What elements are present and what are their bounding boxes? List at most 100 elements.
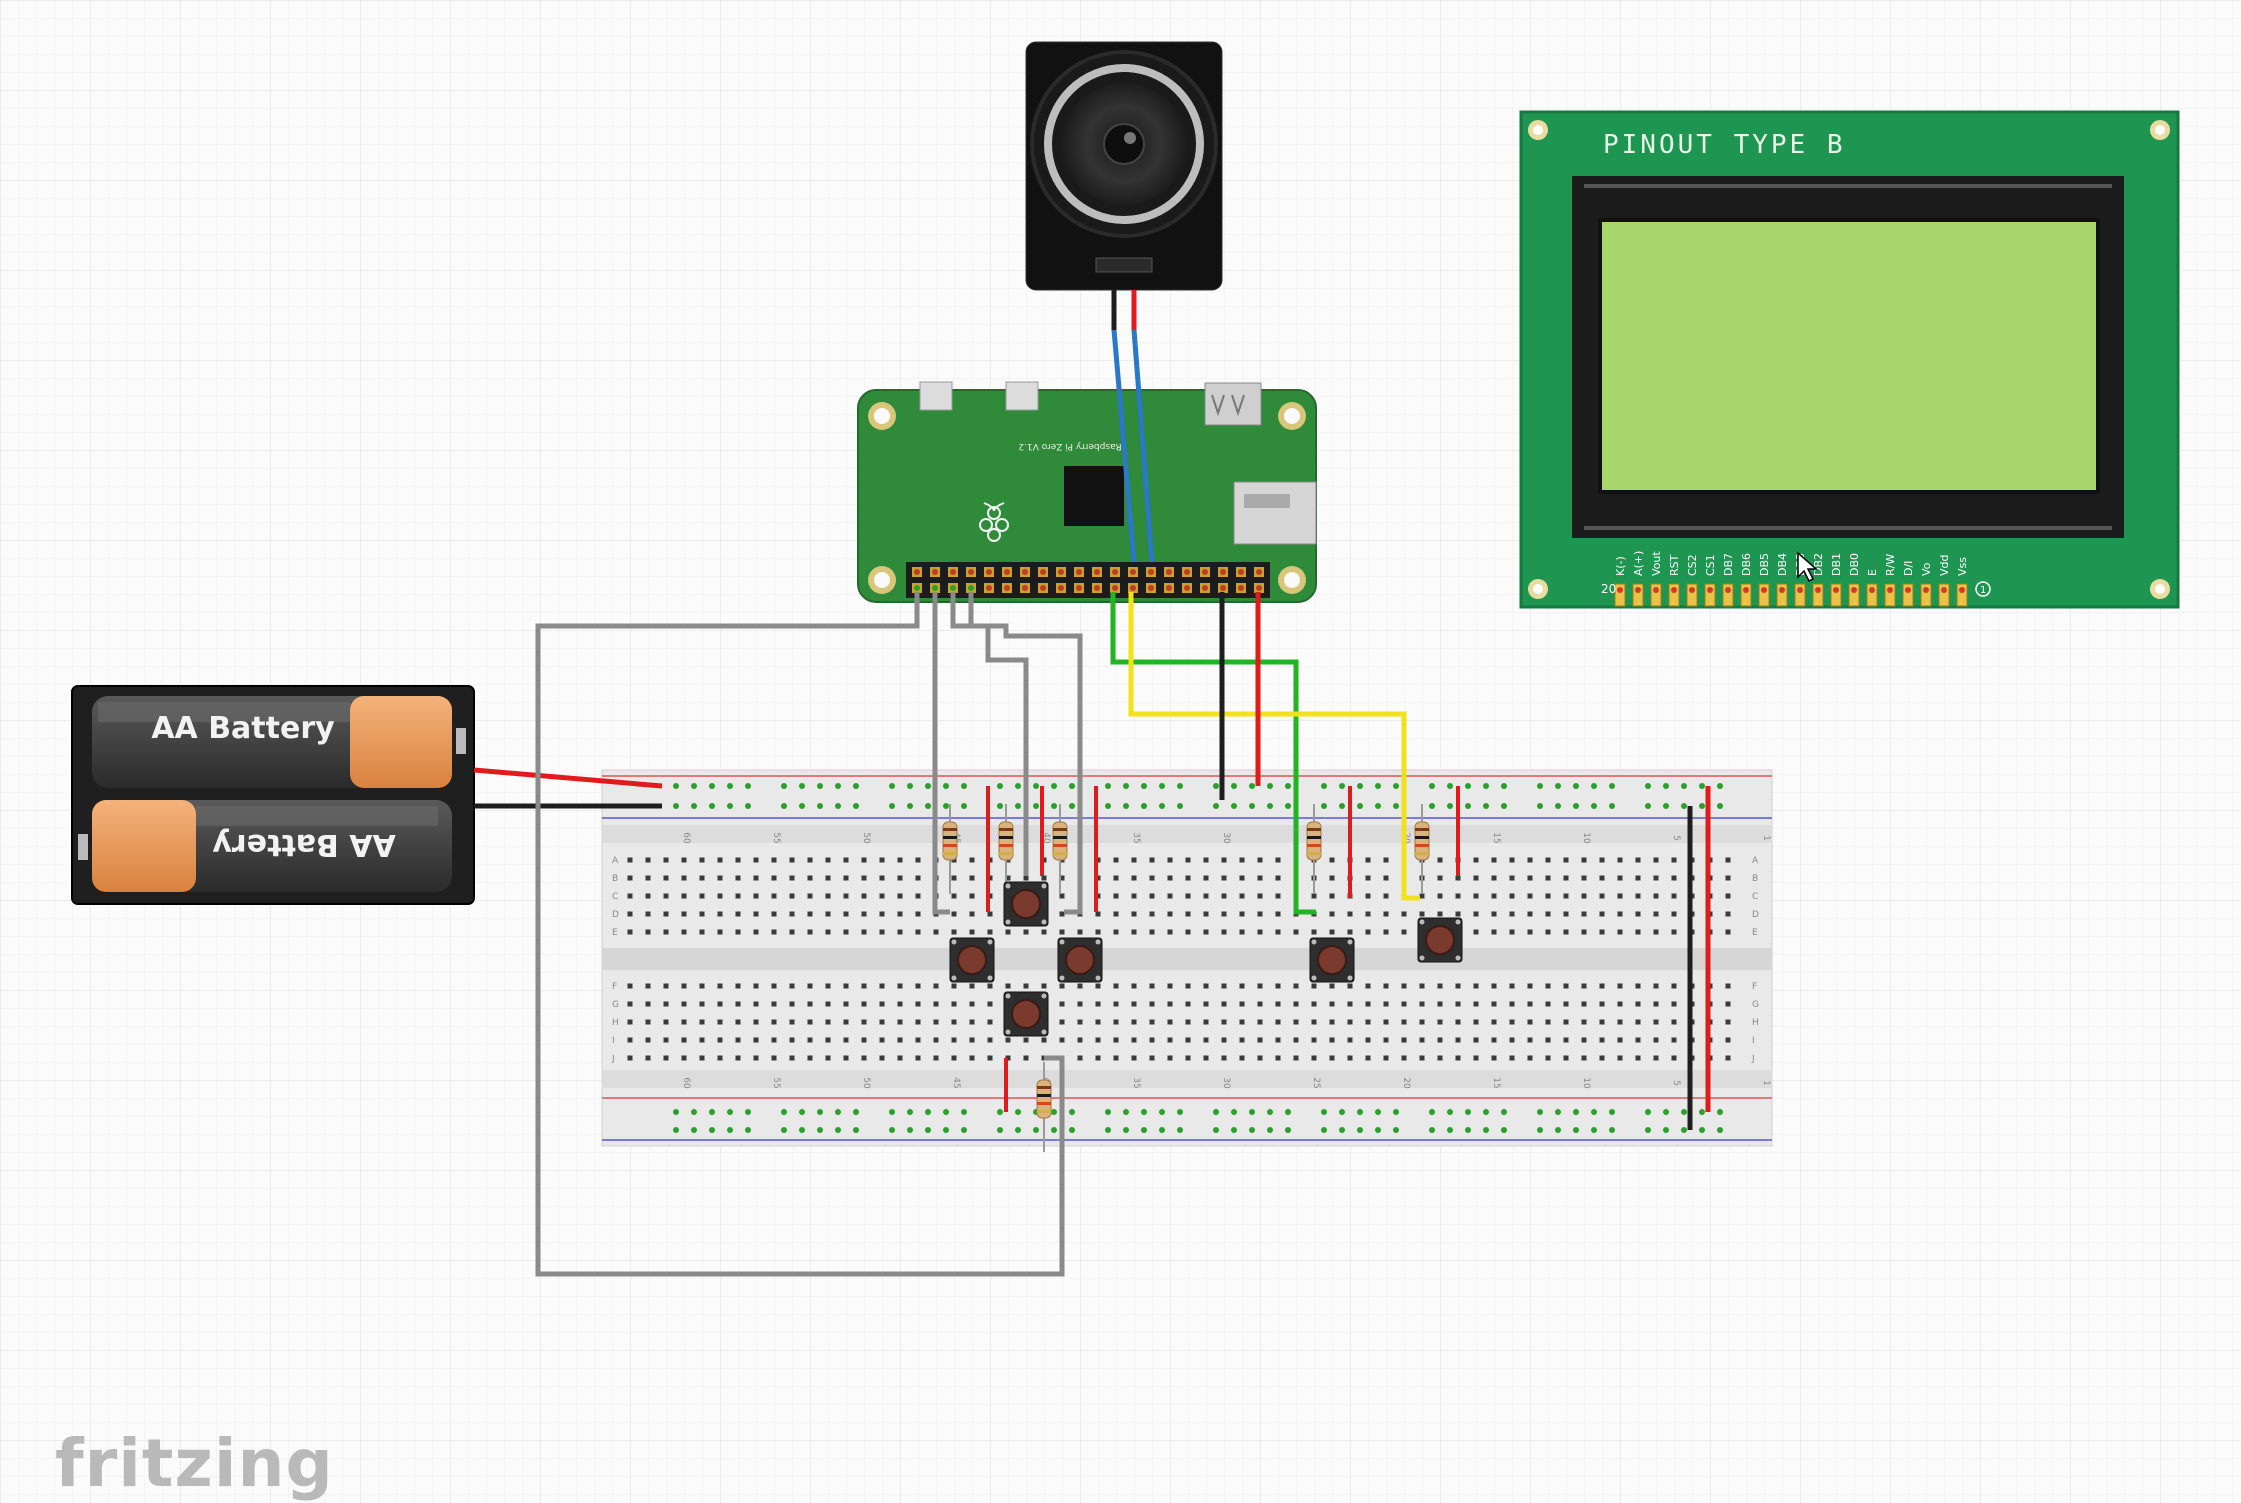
breadboard-hole[interactable] bbox=[1221, 983, 1227, 989]
breadboard-hole[interactable] bbox=[1671, 1019, 1677, 1025]
breadboard-hole[interactable] bbox=[1527, 875, 1533, 881]
breadboard-hole[interactable] bbox=[1509, 857, 1515, 863]
breadboard-hole[interactable] bbox=[1131, 1019, 1137, 1025]
breadboard-hole[interactable] bbox=[1473, 857, 1479, 863]
rail-hole[interactable] bbox=[1375, 803, 1381, 809]
breadboard-hole[interactable] bbox=[1023, 929, 1029, 935]
breadboard-hole[interactable] bbox=[1455, 1037, 1461, 1043]
breadboard-hole[interactable] bbox=[681, 1001, 687, 1007]
breadboard-hole[interactable] bbox=[1527, 983, 1533, 989]
breadboard-hole[interactable] bbox=[825, 1001, 831, 1007]
breadboard-hole[interactable] bbox=[1257, 983, 1263, 989]
rail-hole[interactable] bbox=[997, 803, 1003, 809]
rail-hole[interactable] bbox=[907, 1127, 913, 1133]
breadboard-hole[interactable] bbox=[717, 1019, 723, 1025]
rail-hole[interactable] bbox=[691, 1127, 697, 1133]
rail-hole[interactable] bbox=[1213, 783, 1219, 789]
rail-hole[interactable] bbox=[1177, 1127, 1183, 1133]
breadboard-hole[interactable] bbox=[1329, 911, 1335, 917]
rail-hole[interactable] bbox=[889, 1127, 895, 1133]
breadboard-hole[interactable] bbox=[1041, 983, 1047, 989]
breadboard-hole[interactable] bbox=[1725, 929, 1731, 935]
gpio-wire-gray-2[interactable] bbox=[932, 592, 950, 915]
rail-hole[interactable] bbox=[727, 803, 733, 809]
breadboard-hole[interactable] bbox=[1221, 929, 1227, 935]
breadboard-hole[interactable] bbox=[1581, 1055, 1587, 1061]
breadboard-hole[interactable] bbox=[1617, 1019, 1623, 1025]
rail-hole[interactable] bbox=[1285, 803, 1291, 809]
rail-hole[interactable] bbox=[1555, 783, 1561, 789]
rail-hole[interactable] bbox=[727, 783, 733, 789]
lcd-pin[interactable] bbox=[1758, 583, 1770, 607]
rail-hole[interactable] bbox=[1159, 1109, 1165, 1115]
breadboard-hole[interactable] bbox=[987, 1037, 993, 1043]
breadboard-hole[interactable] bbox=[1671, 983, 1677, 989]
breadboard-hole[interactable] bbox=[843, 1019, 849, 1025]
rail-hole[interactable] bbox=[943, 783, 949, 789]
breadboard-hole[interactable] bbox=[1563, 893, 1569, 899]
breadboard-hole[interactable] bbox=[789, 875, 795, 881]
breadboard-hole[interactable] bbox=[1383, 1001, 1389, 1007]
breadboard-hole[interactable] bbox=[1617, 929, 1623, 935]
breadboard-hole[interactable] bbox=[1185, 1055, 1191, 1061]
breadboard-hole[interactable] bbox=[1257, 893, 1263, 899]
breadboard-hole[interactable] bbox=[735, 911, 741, 917]
rail-hole[interactable] bbox=[1537, 1109, 1543, 1115]
gpio-wire-yellow[interactable] bbox=[1128, 592, 1420, 901]
breadboard-hole[interactable] bbox=[663, 929, 669, 935]
rail-hole[interactable] bbox=[1717, 1127, 1723, 1133]
breadboard-hole[interactable] bbox=[1275, 1019, 1281, 1025]
rail-hole[interactable] bbox=[925, 1109, 931, 1115]
breadboard-hole[interactable] bbox=[1329, 983, 1335, 989]
breadboard-hole[interactable] bbox=[1545, 1037, 1551, 1043]
breadboard-hole[interactable] bbox=[627, 1001, 633, 1007]
breadboard-hole[interactable] bbox=[987, 983, 993, 989]
breadboard-hole[interactable] bbox=[735, 1055, 741, 1061]
breadboard-hole[interactable] bbox=[807, 875, 813, 881]
breadboard-hole[interactable] bbox=[1113, 857, 1119, 863]
breadboard-hole[interactable] bbox=[1311, 983, 1317, 989]
breadboard-hole[interactable] bbox=[699, 1019, 705, 1025]
breadboard-hole[interactable] bbox=[1419, 1037, 1425, 1043]
breadboard-hole[interactable] bbox=[1563, 983, 1569, 989]
breadboard-hole[interactable] bbox=[1077, 1019, 1083, 1025]
breadboard-hole[interactable] bbox=[1725, 1019, 1731, 1025]
breadboard-hole[interactable] bbox=[1653, 875, 1659, 881]
breadboard-hole[interactable] bbox=[645, 1019, 651, 1025]
rail-hole[interactable] bbox=[853, 1127, 859, 1133]
breadboard-hole[interactable] bbox=[645, 1037, 651, 1043]
breadboard-hole[interactable] bbox=[1599, 983, 1605, 989]
breadboard-hole[interactable] bbox=[933, 929, 939, 935]
breadboard-hole[interactable] bbox=[1185, 857, 1191, 863]
breadboard-hole[interactable] bbox=[753, 1019, 759, 1025]
breadboard-hole[interactable] bbox=[1671, 1037, 1677, 1043]
breadboard-hole[interactable] bbox=[933, 1019, 939, 1025]
breadboard-hole[interactable] bbox=[1149, 929, 1155, 935]
breadboard-hole[interactable] bbox=[1059, 1001, 1065, 1007]
gpio-header[interactable] bbox=[906, 562, 1270, 598]
rail-hole[interactable] bbox=[1357, 1109, 1363, 1115]
breadboard-hole[interactable] bbox=[1419, 893, 1425, 899]
rail-hole[interactable] bbox=[1465, 783, 1471, 789]
breadboard-hole[interactable] bbox=[807, 911, 813, 917]
breadboard-hole[interactable] bbox=[753, 1001, 759, 1007]
breadboard[interactable]: 6060555550504545404035353030252520201515… bbox=[601, 769, 1773, 1147]
breadboard-hole[interactable] bbox=[1311, 1037, 1317, 1043]
breadboard-hole[interactable] bbox=[1473, 893, 1479, 899]
breadboard-hole[interactable] bbox=[1419, 1055, 1425, 1061]
breadboard-hole[interactable] bbox=[1509, 983, 1515, 989]
breadboard-hole[interactable] bbox=[1185, 875, 1191, 881]
rail-hole[interactable] bbox=[853, 803, 859, 809]
breadboard-hole[interactable] bbox=[771, 893, 777, 899]
breadboard-hole[interactable] bbox=[1203, 929, 1209, 935]
breadboard-hole[interactable] bbox=[1545, 1055, 1551, 1061]
breadboard-hole[interactable] bbox=[969, 1037, 975, 1043]
breadboard-hole[interactable] bbox=[1419, 1019, 1425, 1025]
breadboard-hole[interactable] bbox=[825, 1019, 831, 1025]
breadboard-hole[interactable] bbox=[1131, 929, 1137, 935]
breadboard-hole[interactable] bbox=[1185, 1037, 1191, 1043]
breadboard-hole[interactable] bbox=[663, 857, 669, 863]
breadboard-hole[interactable] bbox=[645, 893, 651, 899]
